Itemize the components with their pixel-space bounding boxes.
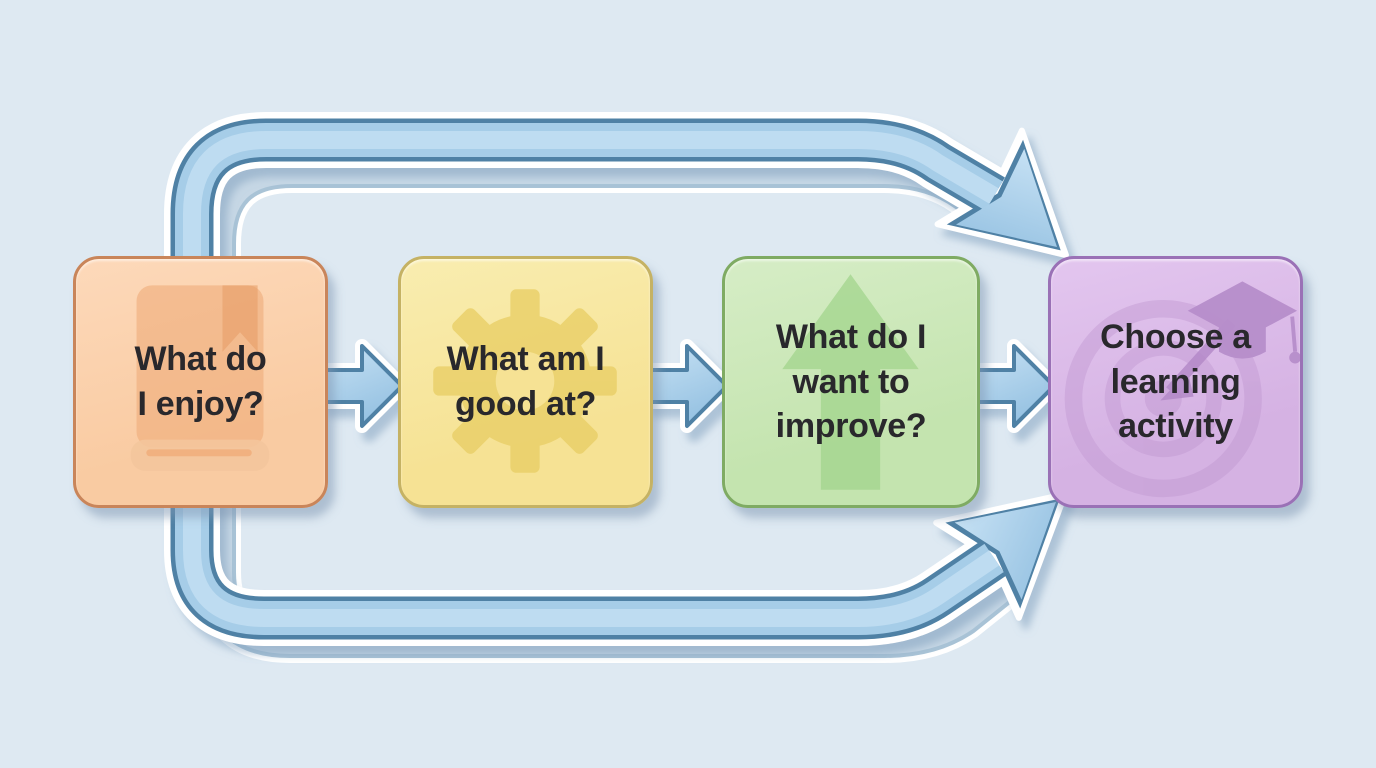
bottom-bypass-arrow xyxy=(164,340,1069,663)
step-what-do-i-enjoy: What do I enjoy? xyxy=(73,256,328,508)
arrow-up-icon xyxy=(782,274,919,490)
gear-icon xyxy=(433,289,617,473)
target-graduation-icon xyxy=(1064,281,1300,498)
step-label: What do I want to improve? xyxy=(775,317,927,446)
arrow-step3-step4 xyxy=(971,339,1061,433)
book-icon xyxy=(130,285,270,471)
step-what-am-i-good-at: What am I good at? xyxy=(398,256,653,508)
step-what-do-i-want-to-improve: What do I want to improve? xyxy=(722,256,980,508)
step-choose-a-learning-activity: Choose a learning activity xyxy=(1048,256,1303,508)
arrow-step2-step3 xyxy=(644,339,734,433)
arrow-step1-step2 xyxy=(319,339,409,433)
step-label: Choose a learning activity xyxy=(1100,317,1251,446)
step-label: What am I good at? xyxy=(446,340,605,423)
top-bypass-arrow xyxy=(164,112,1069,460)
step-label: What do I enjoy? xyxy=(134,340,267,423)
